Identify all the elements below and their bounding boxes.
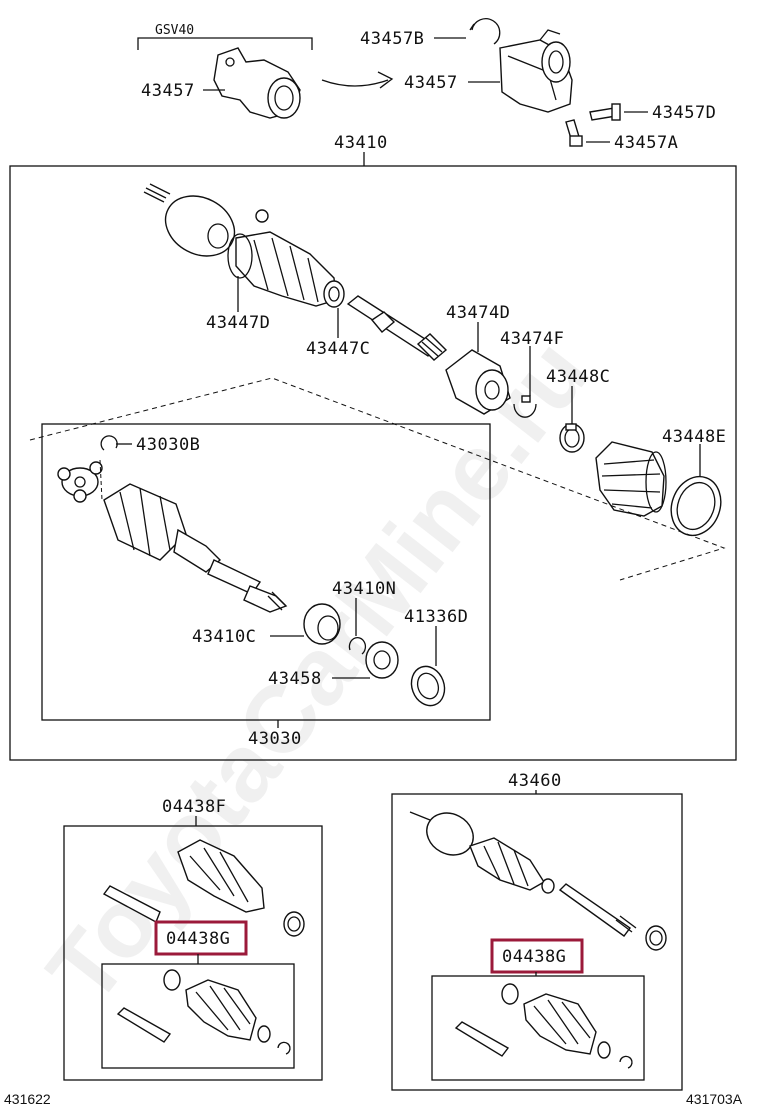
label-43474d: 43474D [446,303,510,323]
label-43457b: 43457B [360,29,424,49]
drive-shaft-assembly-43410: 43410 43447D 43447C [9,133,737,761]
label-43457d: 43457D [652,103,716,123]
highlight-box-left [154,920,248,956]
label-43410n: 43410N [332,579,396,599]
dust-cover-41336d[interactable] [406,662,450,711]
label-43457-left: 43457 [141,81,195,101]
transition-arrow [321,71,394,89]
label-43447c: 43447C [306,339,370,359]
drive-shaft-43460: 43460 04438G [391,771,683,1091]
label-43448e: 43448E [662,427,726,447]
snap-ring-left[interactable] [277,1041,291,1055]
label-41336d: 41336D [404,607,468,627]
inner-joint-housing[interactable] [103,483,288,613]
dynamic-damper-43474d[interactable] [445,349,511,415]
label-43460: 43460 [508,771,562,791]
seal-43458[interactable] [365,641,399,679]
boot-left-large[interactable] [177,839,265,913]
shaft-assembly-right[interactable] [409,805,637,937]
clamp-left-3[interactable] [257,1025,271,1043]
highlight-box-right [490,938,584,974]
boot-kit-04438f: 04438F 04438G [63,797,323,1081]
model-label: GSV40 [155,23,194,38]
assembly-frame-43030 [41,423,491,721]
snap-ring-right[interactable] [619,1055,633,1069]
bearing-bracket-right[interactable] [499,29,573,113]
bolt-43457a[interactable] [565,119,583,147]
top-section: GSV40 43457 43457 [137,18,716,153]
clamp-43448c[interactable] [559,423,585,453]
grease-tube-left[interactable] [102,885,161,923]
clamp-43474f[interactable] [513,395,537,418]
kit-frame-right [391,793,683,1091]
label-43030b: 43030B [136,435,200,455]
label-04438f: 04438F [162,797,226,817]
snap-ring-43410n[interactable] [348,637,367,655]
tripod-joint[interactable] [57,461,103,503]
grease-tube-right[interactable] [454,1021,510,1057]
label-43030: 43030 [248,729,302,749]
label-43457a: 43457A [614,133,678,153]
kit-subframe-right [431,975,645,1081]
kit-subframe-left [101,963,295,1069]
clamp-left-2[interactable] [163,969,181,991]
clamp-right-1[interactable] [645,925,667,951]
label-04438g-left[interactable]: 04438G [166,929,230,949]
grease-tube-left-small[interactable] [116,1007,172,1043]
label-43457-right: 43457 [404,73,458,93]
inner-boot[interactable] [595,441,667,517]
outer-cv-joint[interactable] [143,183,269,268]
boot-left-small[interactable] [185,979,257,1041]
clamp-43448e[interactable] [663,470,729,543]
footer-code-left: 431622 [4,1091,51,1107]
kit-frame-left [63,825,323,1081]
label-43410c: 43410C [192,627,256,647]
boot-clamp-43447c[interactable] [323,280,345,308]
clamp-left-1[interactable] [283,911,305,937]
label-43447d: 43447D [206,313,270,333]
label-43410: 43410 [334,133,388,153]
label-43458: 43458 [268,669,322,689]
clamp-right-2[interactable] [501,983,519,1005]
snap-ring-43030b[interactable] [100,435,118,451]
label-04438g-right[interactable]: 04438G [502,947,566,967]
dashed-guide [29,377,726,581]
outer-boot-43447d[interactable] [227,231,337,307]
snap-ring-43457b[interactable] [469,18,501,45]
footer-code-right: 431703A [686,1091,743,1107]
drive-shaft[interactable] [346,295,448,361]
assembly-frame-43410 [9,165,737,761]
clamp-right-3[interactable] [597,1041,611,1059]
bearing-bracket-left[interactable] [213,47,301,119]
bolt-43457d[interactable] [589,103,621,121]
bearing-43410c[interactable] [303,603,341,645]
boot-right-small[interactable] [523,993,597,1055]
label-43448c: 43448C [546,367,610,387]
label-43474f: 43474F [500,329,564,349]
